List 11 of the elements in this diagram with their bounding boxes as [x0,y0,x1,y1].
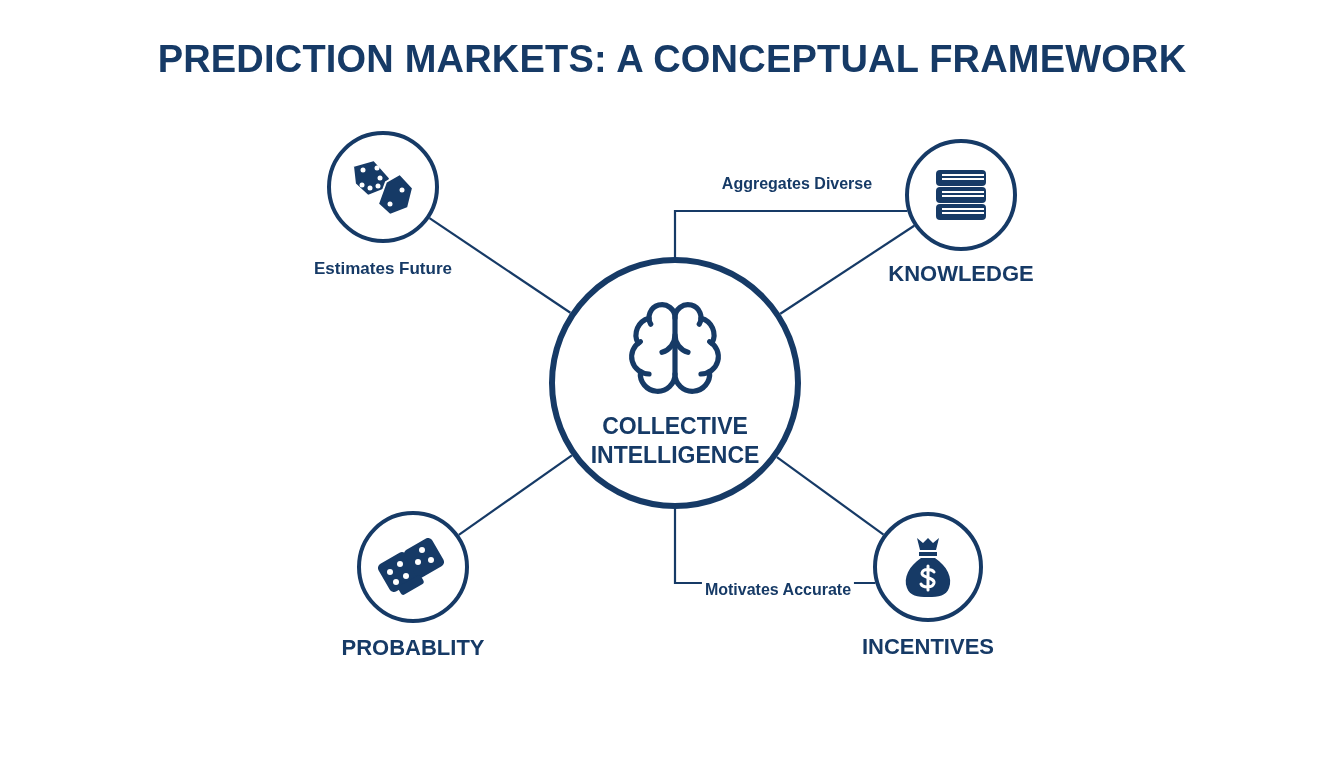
connector-line [673,209,908,257]
title: PREDICTION MARKETS: A CONCEPTUAL FRAMEWORK [157,38,1187,81]
connector-line [458,454,573,536]
node-label: PROBABLITY [341,635,485,661]
connector-line [779,224,915,315]
connector-line [776,456,885,536]
node-label: KNOWLEDGE [888,261,1034,287]
node-label: Estimates Future [314,259,452,279]
node-label: COLLECTIVE INTELLIGENCE [589,412,761,470]
node-label: INCENTIVES [862,634,994,660]
connector-line [428,217,571,314]
